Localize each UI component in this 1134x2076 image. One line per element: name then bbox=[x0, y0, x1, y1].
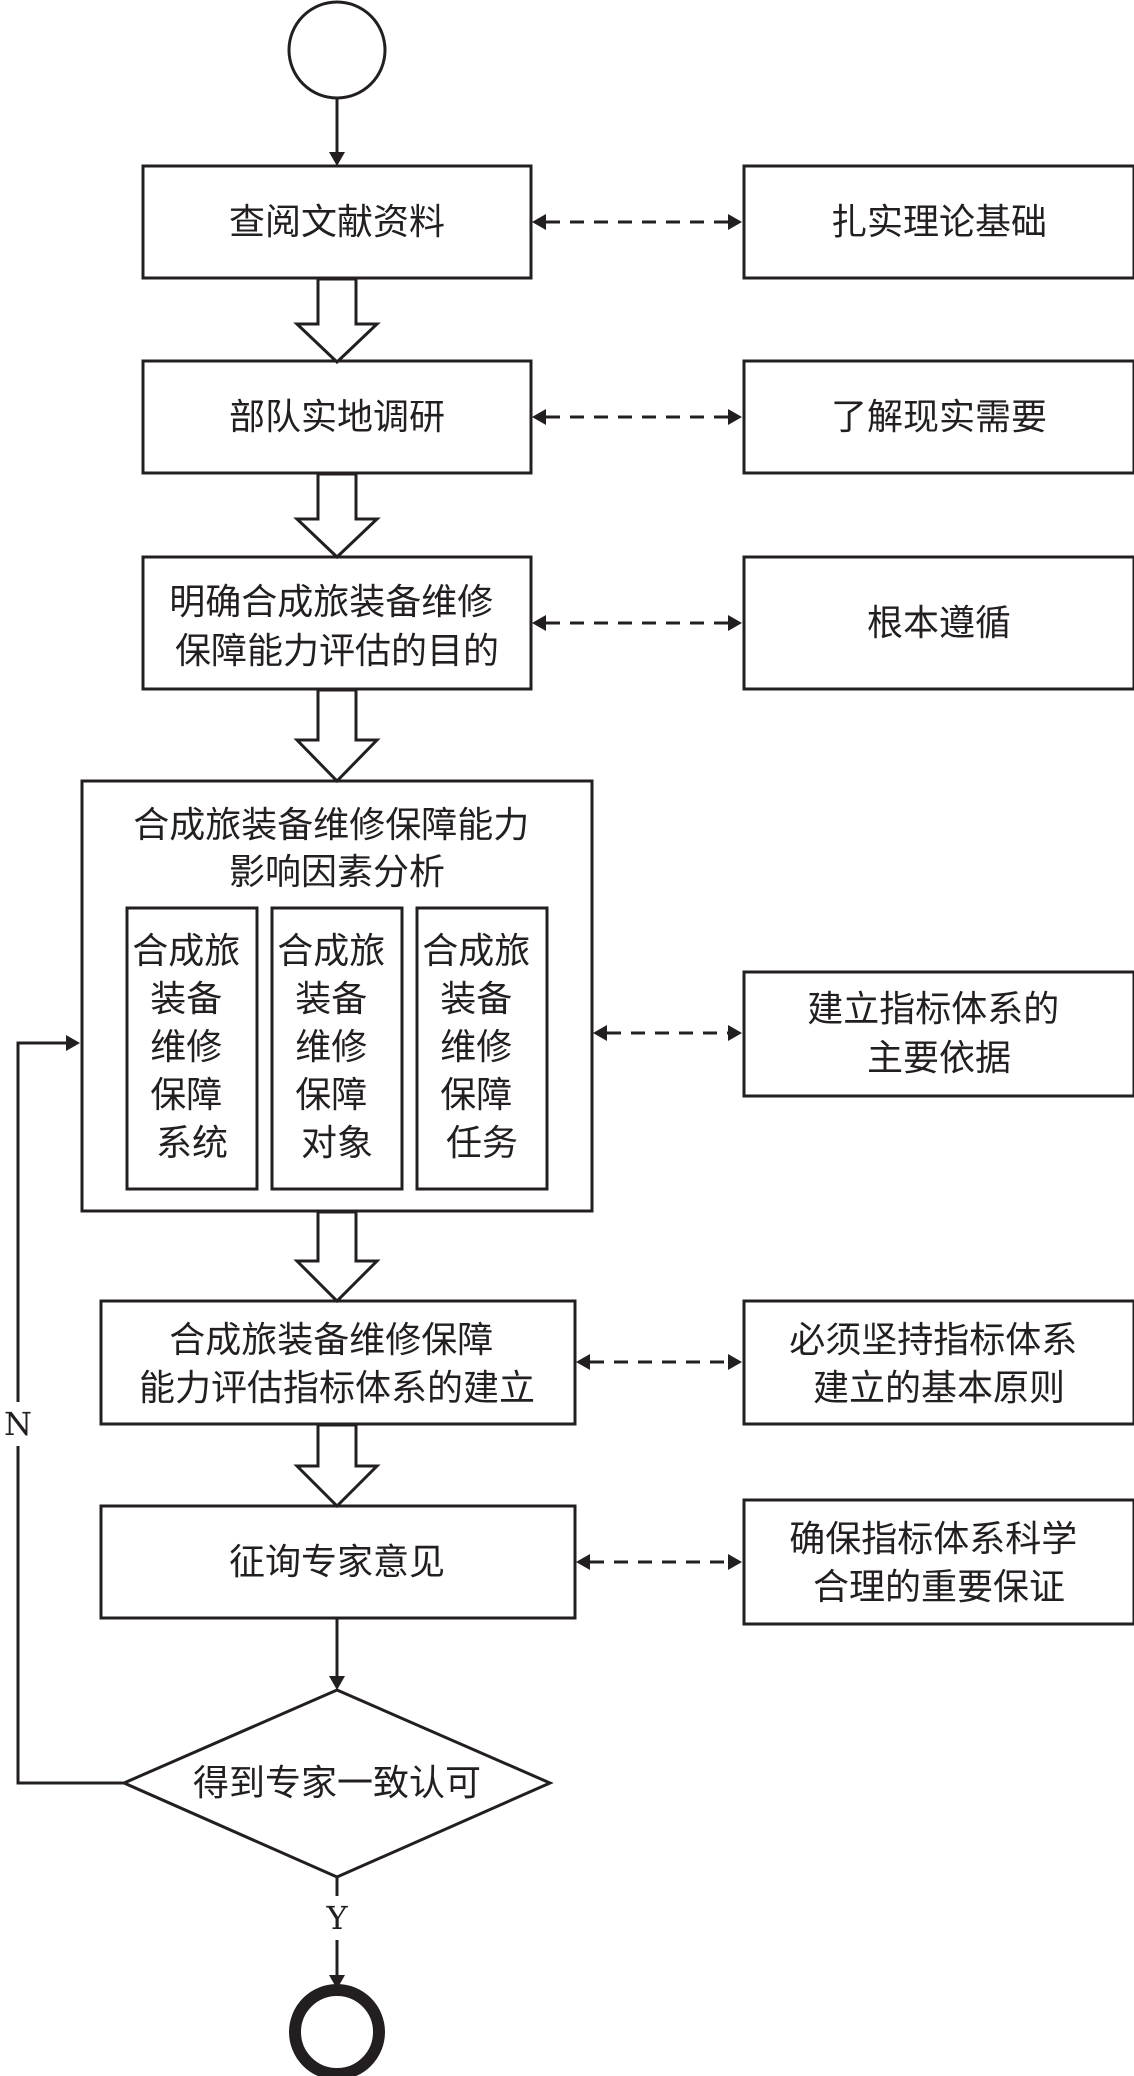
note-box-guarantee bbox=[742, 1498, 1134, 1626]
note-label: 确保指标体系科学 合理的重要保证 bbox=[789, 1519, 1088, 1608]
block-arrow-down bbox=[293, 1210, 381, 1304]
yes-label-bg bbox=[318, 1896, 356, 1940]
block-arrow-down bbox=[293, 277, 381, 365]
arrowhead bbox=[728, 1354, 742, 1370]
step-box-index-system bbox=[99, 1299, 577, 1426]
arrowhead bbox=[329, 1676, 345, 1690]
end-terminal bbox=[289, 1984, 385, 2076]
arrowhead bbox=[329, 152, 345, 166]
step-label: 合成旅装备维修保障能力 影响因素分析 bbox=[133, 805, 540, 893]
note-box-principle bbox=[742, 555, 1134, 691]
arrowhead bbox=[532, 214, 546, 230]
step-label: 查阅文献资料 bbox=[229, 202, 445, 243]
arrowhead bbox=[728, 1554, 742, 1570]
arrowhead bbox=[532, 615, 546, 631]
note-box-theory bbox=[742, 164, 1134, 280]
arrowhead bbox=[728, 214, 742, 230]
no-label-bg bbox=[2, 1402, 36, 1446]
note-box-needs bbox=[742, 359, 1134, 475]
arrowhead bbox=[576, 1554, 590, 1570]
decision-label: 得到专家一致认可 bbox=[193, 1763, 481, 1804]
arrowhead bbox=[593, 1025, 607, 1041]
block-arrow-down bbox=[293, 1423, 381, 1509]
yes-label: Y bbox=[325, 1899, 348, 1937]
arrowhead bbox=[329, 1975, 345, 1989]
step-label: 部队实地调研 bbox=[229, 397, 445, 438]
step-label: 合成旅装备维修保障 能力评估指标体系的建立 bbox=[139, 1320, 535, 1409]
arrowhead bbox=[576, 1354, 590, 1370]
factor-column-label: 合成旅 装备 维修 保障 对象 bbox=[277, 931, 396, 1164]
start-terminal bbox=[287, 0, 387, 100]
factor-column-label: 合成旅 装备 维修 保障 系统 bbox=[132, 931, 251, 1164]
note-label: 建立指标体系的 主要依据 bbox=[807, 989, 1070, 1079]
factor-column-label: 合成旅 装备 维修 保障 任务 bbox=[422, 931, 541, 1164]
no-label: N bbox=[4, 1405, 32, 1443]
step-label: 明确合成旅装备维修 保障能力评估的目的 bbox=[169, 582, 504, 672]
note-label: 了解现实需要 bbox=[831, 397, 1047, 438]
arrowhead bbox=[728, 1025, 742, 1041]
note-box-basis bbox=[742, 970, 1134, 1098]
note-label: 根本遵循 bbox=[867, 603, 1011, 644]
note-box-rules bbox=[742, 1299, 1134, 1426]
step-label: 征询专家意见 bbox=[229, 1542, 445, 1583]
factor-column-object bbox=[270, 906, 404, 1191]
arrowhead bbox=[532, 409, 546, 425]
note-label: 扎实理论基础 bbox=[831, 202, 1047, 243]
block-arrow-down bbox=[293, 688, 381, 784]
factor-column-system bbox=[125, 906, 259, 1191]
arrowhead bbox=[728, 409, 742, 425]
arrowhead bbox=[66, 1035, 80, 1051]
note-label: 必须坚持指标体系 建立的基本原则 bbox=[789, 1320, 1088, 1409]
step-box-field-research bbox=[141, 359, 533, 475]
block-arrow-down bbox=[293, 472, 381, 560]
factor-column-task bbox=[415, 906, 549, 1191]
step-box-expert-opinion bbox=[99, 1504, 577, 1620]
arrowhead bbox=[728, 615, 742, 631]
